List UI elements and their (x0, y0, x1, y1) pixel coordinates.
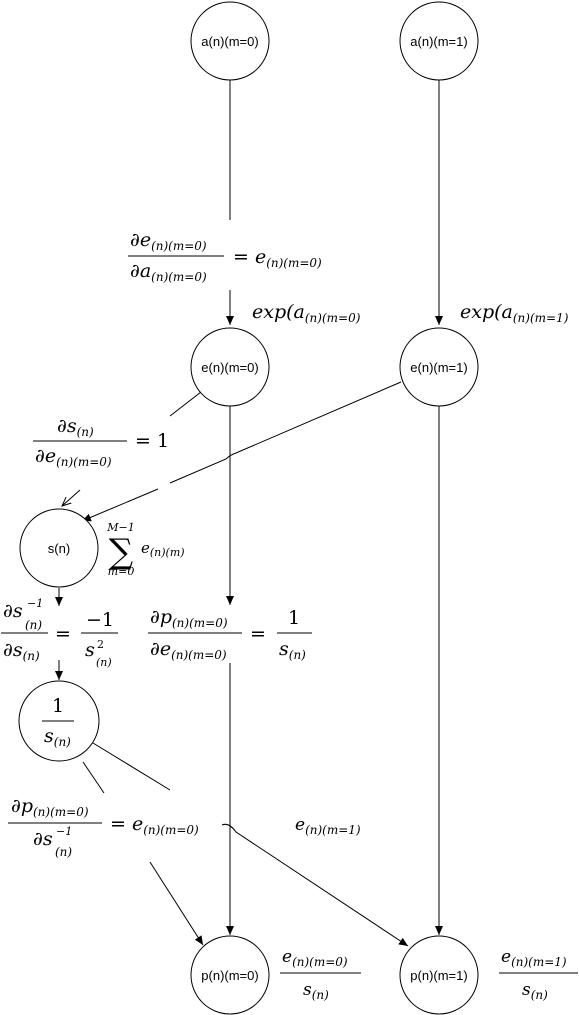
edge-e0-s-upper (169, 391, 202, 417)
formula-inv-node: 1 s(n) (42, 695, 74, 749)
svg-text:∂s: ∂s (33, 828, 53, 850)
formula-de-da: ∂e(n)(m=0) ∂a(n)(m=0) = e(n)(m=0) (128, 229, 322, 284)
svg-text:s: s (85, 639, 95, 661)
svg-text:s(n): s(n) (522, 980, 548, 1002)
formula-exp-m1: exp(a(n)(m=1) (460, 301, 569, 325)
svg-text:−1: −1 (56, 825, 72, 838)
svg-text:∂s: ∂s (3, 600, 23, 622)
node-p-m1-label: p(n)(m=1) (410, 968, 467, 983)
node-e-m0-label: e(n)(m=0) (201, 360, 258, 375)
svg-text:M−1: M−1 (106, 521, 134, 534)
edge-inv-p1-lower (221, 823, 409, 947)
svg-text:∂p(n)(m=0): ∂p(n)(m=0) (150, 606, 228, 630)
node-a-m0[interactable] (190, 1, 270, 81)
svg-text:= e(n)(m=0): = e(n)(m=0) (233, 246, 322, 270)
svg-text:(n): (n) (96, 656, 112, 669)
svg-text:−1: −1 (27, 597, 43, 610)
svg-text:(n): (n) (25, 618, 42, 632)
node-a-m0-label: a(n)(m=0) (201, 34, 258, 49)
svg-text:∂p(n)(m=0): ∂p(n)(m=0) (11, 795, 89, 819)
svg-text:∂e(n)(m=0): ∂e(n)(m=0) (150, 638, 227, 662)
node-a-m1[interactable] (399, 1, 479, 81)
formula-e-m1-label: e(n)(m=1) (295, 815, 361, 837)
svg-text:e(n)(m=1): e(n)(m=1) (501, 947, 567, 969)
svg-text:s(n): s(n) (303, 980, 329, 1002)
svg-text:= e(n)(m=0): = e(n)(m=0) (110, 813, 199, 837)
svg-text:=: = (55, 623, 71, 645)
edge-e1-s-tail (81, 488, 159, 522)
svg-text:∑: ∑ (109, 532, 133, 572)
svg-text:1: 1 (288, 607, 300, 629)
node-a-m1-label: a(n)(m=1) (410, 34, 467, 49)
svg-text:s(n): s(n) (44, 725, 71, 749)
edge-inv-p1-upper (92, 742, 171, 791)
svg-text:∂e(n)(m=0): ∂e(n)(m=0) (35, 445, 112, 469)
formula-sum: M−1 ∑ m=0 e(n)(m) (106, 521, 184, 578)
svg-text:e(n)(m): e(n)(m) (141, 539, 185, 559)
svg-text:= 1: = 1 (135, 430, 169, 452)
svg-text:−1: −1 (86, 609, 114, 631)
formula-exp-m0: exp(a(n)(m=0) (252, 301, 361, 325)
edge-inv-p0-lower (149, 861, 204, 946)
formula-dsinv-ds: ∂s −1 (n) ∂s(n) = −1 s 2 (n) (1, 597, 118, 669)
svg-text:=: = (250, 623, 266, 645)
edge-inv-p0-upper (82, 761, 105, 794)
svg-text:2: 2 (97, 638, 104, 651)
formula-p-m0-value: e(n)(m=0) s(n) (280, 947, 361, 1002)
node-p-m1[interactable] (399, 935, 479, 1015)
node-s-label: s(n) (48, 541, 70, 556)
svg-text:m=0: m=0 (108, 565, 135, 578)
svg-text:e(n)(m=0): e(n)(m=0) (282, 947, 348, 969)
svg-text:∂a(n)(m=0): ∂a(n)(m=0) (130, 260, 207, 284)
formula-dp-de: ∂p(n)(m=0) ∂e(n)(m=0) = 1 s(n) (148, 606, 312, 662)
node-e-m0[interactable] (190, 327, 270, 407)
edge-ds-de-arrow (62, 489, 81, 506)
svg-text:(n): (n) (55, 845, 72, 859)
formula-p-m1-value: e(n)(m=1) s(n) (499, 947, 578, 1002)
svg-text:s(n): s(n) (279, 638, 306, 662)
svg-text:∂e(n)(m=0): ∂e(n)(m=0) (130, 229, 207, 253)
node-s[interactable] (19, 508, 99, 588)
formula-ds-de: ∂s(n) ∂e(n)(m=0) = 1 (33, 415, 169, 469)
formula-dp-dsinv: ∂p(n)(m=0) ∂s −1 (n) = e(n)(m=0) (8, 795, 199, 859)
node-p-m0[interactable] (190, 935, 270, 1015)
node-e-m1-label: e(n)(m=1) (410, 360, 467, 375)
svg-text:∂s(n): ∂s(n) (3, 639, 40, 663)
node-p-m0-label: p(n)(m=0) (201, 968, 258, 983)
svg-text:1: 1 (52, 695, 64, 717)
node-e-m1[interactable] (399, 327, 479, 407)
svg-text:∂s(n): ∂s(n) (57, 415, 94, 439)
